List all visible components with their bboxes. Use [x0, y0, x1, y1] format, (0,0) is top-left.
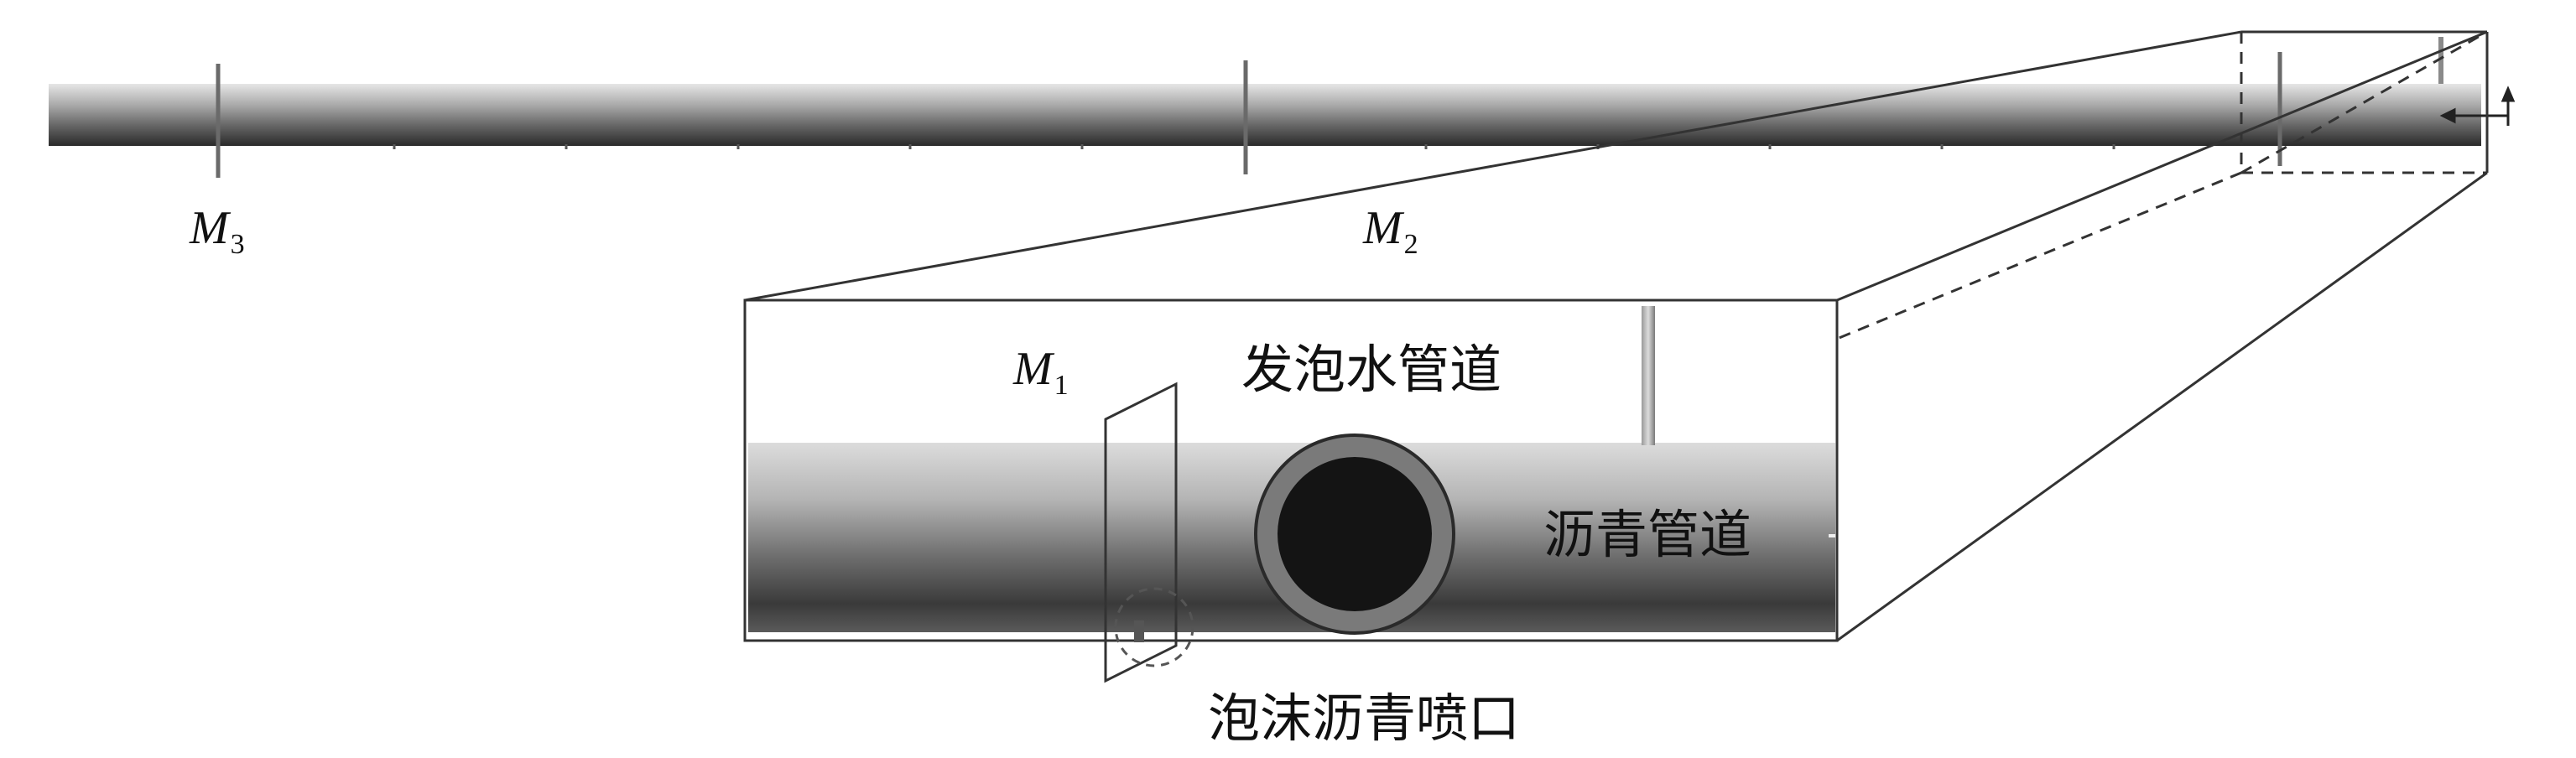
section-plane-m1	[1104, 382, 1178, 683]
nozzle-highlight-circle	[1114, 587, 1194, 667]
pipe-cross-section-core	[1278, 457, 1432, 611]
projection-lines	[744, 30, 2489, 642]
water-pipe-enlarged	[1642, 306, 1655, 445]
axis-arrows-icon	[2439, 86, 2516, 126]
long-pipe	[49, 84, 2481, 146]
label-m3: M3	[190, 202, 245, 260]
detail-view	[743, 299, 1839, 683]
zoom-box	[2240, 30, 2489, 174]
label-m1: M1	[1013, 343, 1069, 401]
label-asphalt-pipe: 沥青管道	[1543, 504, 1752, 565]
label-m2: M2	[1363, 202, 1418, 260]
label-nozzle: 泡沫沥青喷口	[1208, 688, 1521, 749]
nozzle-stub	[1134, 620, 1144, 642]
label-water-pipe: 发泡水管道	[1241, 339, 1502, 400]
